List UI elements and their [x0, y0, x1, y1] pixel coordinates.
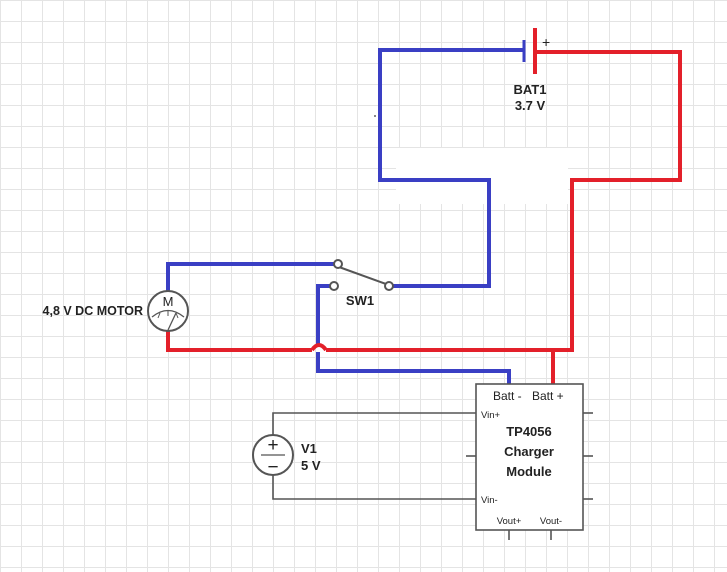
positive-wires: [166, 50, 682, 384]
switch-ref: SW1: [346, 293, 374, 308]
source-ref: V1: [301, 441, 317, 456]
source-minus-sign: −: [267, 457, 278, 478]
battery-ref: BAT1: [514, 82, 547, 97]
switch-common-contact: [384, 281, 394, 291]
vin-minus-label: Vin-: [481, 495, 498, 506]
module-box: [475, 383, 584, 531]
vout-plus-label: Vout+: [497, 516, 522, 527]
wire-switch-to-motor: [166, 262, 336, 292]
motor-needle: [167, 312, 177, 331]
motor-tick: [175, 312, 179, 319]
source-wires: [272, 412, 476, 500]
source-plus-sign: +: [267, 435, 278, 456]
dc-motor: M: [147, 290, 189, 332]
wire-battery-positive-to-module: [326, 50, 682, 352]
vout-minus-label: Vout-: [540, 516, 562, 527]
module-pins: [466, 412, 593, 540]
vin-minus-wire: [272, 471, 476, 500]
module-title-line3: Module: [506, 464, 552, 479]
switch-contact-bottom: [329, 281, 339, 291]
motor-tick: [157, 312, 161, 319]
switch-contact-top: [333, 259, 343, 269]
wire-battery-negative-to-switch: [378, 48, 525, 288]
charger-module: [466, 383, 593, 540]
voltage-source: + −: [252, 434, 294, 478]
switch-lever: [338, 266, 387, 285]
wire-switch-to-module-b: [316, 352, 511, 384]
switch-symbol: [329, 259, 394, 291]
blank-area: [396, 148, 568, 204]
battery-value: 3.7 V: [515, 98, 546, 113]
battery-symbol: [522, 28, 537, 74]
wire-crossover-hop: [310, 343, 328, 352]
vin-plus-label: Vin+: [481, 410, 501, 421]
batt-minus-label: Batt -: [493, 389, 522, 403]
source-value: 5 V: [301, 458, 321, 473]
wire-to-motor: [166, 330, 312, 352]
vin-plus-wire: [272, 412, 476, 439]
module-title-line1: TP4056: [506, 424, 552, 439]
wire-switch-to-module-a: [316, 284, 332, 345]
battery-plus-sign: +: [542, 34, 550, 50]
negative-wires: [166, 48, 525, 384]
stray-dot: [374, 115, 376, 117]
batt-plus-label: Batt +: [532, 389, 564, 403]
motor-label: 4,8 V DC MOTOR: [43, 304, 143, 318]
motor-symbol: M: [163, 294, 174, 309]
module-title-line2: Charger: [504, 444, 554, 459]
